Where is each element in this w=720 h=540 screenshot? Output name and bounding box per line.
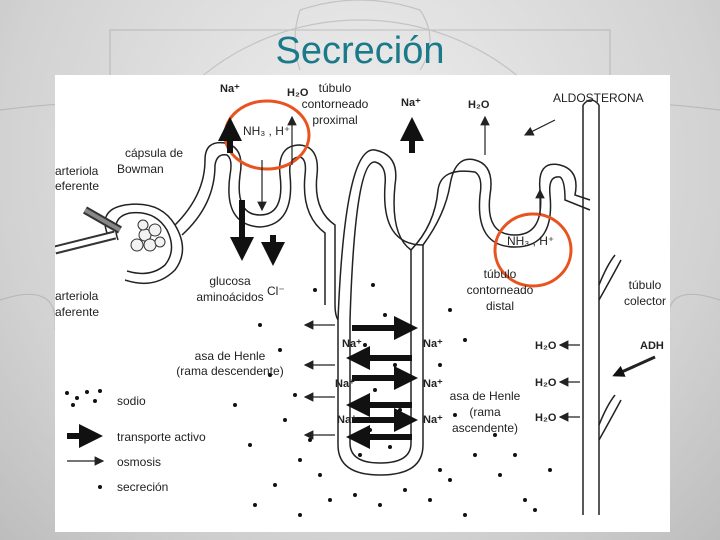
adh-arrow	[612, 355, 656, 377]
nephron-diagram: Na⁺ H₂O túbulo contorneado proximal Na⁺ …	[53, 81, 666, 517]
proximal-tubule-label-2: contorneado	[302, 97, 369, 111]
loop-of-henle	[337, 149, 424, 476]
sodium-dots	[233, 283, 552, 517]
proximal-tubule-label-3: proximal	[312, 113, 357, 127]
proximal-tubule-label-1: túbulo	[319, 81, 352, 95]
legend-sodium-label: sodio	[117, 394, 146, 408]
collecting-duct	[582, 99, 622, 515]
distal-tubule-label-1: túbulo	[484, 267, 517, 281]
bowman-capsule-label-1: cápsula de	[125, 146, 183, 160]
afferent-arteriole-label-1: arteriola	[55, 289, 99, 303]
adh-label: ADH	[640, 340, 664, 352]
ascending-loop-label-3: ascendente)	[452, 421, 518, 435]
na-loop-label: Na⁺	[423, 414, 443, 426]
na-loop-label: Na⁺	[335, 378, 355, 390]
collecting-duct-label-2: colector	[624, 294, 666, 308]
bowman-capsule-label-2: Bowman	[117, 162, 164, 176]
descending-loop-label-2: (rama descendente)	[176, 364, 283, 378]
ascending-loop-label-2: (rama	[469, 405, 501, 419]
distal-tubule-label-2: contorneado	[467, 283, 534, 297]
afferent-arteriole-label-2: aferente	[55, 305, 99, 319]
na-label-top-mid: Na⁺	[401, 97, 421, 109]
h2o-collector-label: H₂O	[535, 340, 557, 352]
efferent-arteriole-label-1: arteriola	[55, 164, 99, 178]
h2o-collector-label: H₂O	[535, 412, 557, 424]
glomerulus	[130, 219, 166, 252]
distal-tubule	[410, 158, 591, 251]
ascending-loop-label-1: asa de Henle	[450, 389, 521, 403]
osmosis-arrows	[257, 115, 580, 440]
chloride-label: Cl⁻	[267, 284, 285, 298]
na-loop-label: Na⁺	[342, 338, 362, 350]
na-loop-label: Na⁺	[337, 414, 357, 426]
nh3-label-left: NH₃ , H⁺	[243, 124, 290, 138]
distal-tubule-label-3: distal	[486, 299, 514, 313]
h2o-label-top-mid: H₂O	[468, 99, 490, 111]
na-label-top-left: Na⁺	[220, 83, 240, 95]
h2o-label-top-left: H₂O	[287, 87, 309, 99]
glucose-label-2: aminoácidos	[196, 290, 263, 304]
nh3-label-right: NH₃ , H⁺	[507, 234, 554, 248]
legend: sodio transporte activo osmosis secreció…	[65, 389, 206, 494]
aldosterona-label: ALDOSTERONA	[553, 91, 644, 105]
descending-loop-label-1: asa de Henle	[195, 349, 266, 363]
legend-secretion-icon	[98, 485, 102, 489]
legend-sodium-icon	[65, 389, 102, 407]
legend-active-transport-label: transporte activo	[117, 430, 206, 444]
na-loop-label: Na⁺	[423, 378, 443, 390]
h2o-collector-label: H₂O	[535, 377, 557, 389]
active-transport-arrows	[218, 117, 424, 449]
nephron-figure: Na⁺ H₂O túbulo contorneado proximal Na⁺ …	[53, 75, 670, 532]
slide-title: Secreción	[275, 30, 445, 72]
na-loop-label: Na⁺	[423, 338, 443, 350]
glucose-label-1: glucosa	[209, 274, 251, 288]
legend-secretion-label: secreción	[117, 480, 168, 494]
highlight-circle-distal	[493, 212, 573, 288]
efferent-arteriole-label-2: eferente	[55, 179, 99, 193]
legend-osmosis-label: osmosis	[117, 455, 161, 469]
collecting-duct-label-1: túbulo	[629, 278, 662, 292]
proximal-tubule	[174, 141, 339, 321]
